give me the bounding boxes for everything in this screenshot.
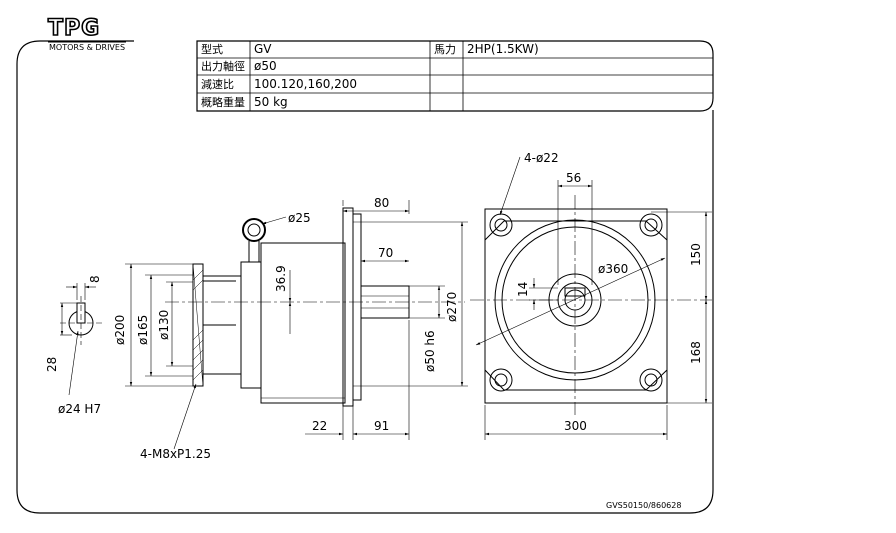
logo-tagline: MOTORS & DRIVES [49,43,125,52]
spec-label-power: 馬力 [434,43,456,56]
dim-offset: 36.9 [274,265,288,292]
keyway-detail [60,283,102,396]
logo-mark: TPG [48,16,100,41]
spec-label-model: 型式 [201,42,223,56]
dim-tap-thread: 4-M8xP1.25 [140,447,211,461]
spec-table: 型式 GV 馬力 2HP(1.5KW) 出力軸徑 ø50 減速比 100.120… [196,40,714,112]
spec-value-shaft: ø50 [254,59,277,73]
spec-label-ratio: 減速比 [201,77,234,91]
spec-value-power: 2HP(1.5KW) [467,42,539,56]
dim-d165: ø165 [136,315,150,345]
dim-shaft-diameter: ø50 h6 [423,330,437,372]
drawing-number: GVS50150/860628 [606,501,681,510]
dim-height-168: 168 [689,341,703,364]
spec-label-shaft: 出力軸徑 [201,59,245,73]
sheet-border [16,40,714,514]
front-view [470,156,712,440]
spec-value-model: GV [254,42,272,56]
dim-key-bore: ø24 H7 [58,402,101,416]
dim-d360: ø360 [598,262,628,276]
mounting-hole [489,213,513,237]
dim-d130: ø130 [157,310,171,340]
spec-value-weight: 50 kg [254,95,288,109]
company-logo: TPG MOTORS & DRIVES [47,15,126,52]
dim-length-91: 91 [374,419,389,433]
dim-length-70: 70 [378,246,393,260]
side-view [125,200,468,450]
dim-key-height: 28 [45,357,59,372]
dim-length-80: 80 [374,196,389,210]
dim-holes: 4-ø22 [524,151,559,165]
dim-d270: ø270 [445,292,459,322]
dim-length-22: 22 [312,419,327,433]
dim-keyway-14: 14 [516,282,530,297]
dim-eyebolt: ø25 [288,211,311,225]
mounting-hole [489,368,513,392]
dim-width-300: 300 [564,419,587,433]
dim-d200: ø200 [113,315,127,345]
mounting-hole [639,368,663,392]
mounting-hole [639,213,663,237]
spec-label-weight: 概略重量 [201,95,245,109]
dim-width-56: 56 [566,171,581,185]
spec-value-ratio: 100.120,160,200 [254,77,357,91]
dim-height-150: 150 [689,243,703,266]
dim-key-width: 8 [88,275,102,283]
